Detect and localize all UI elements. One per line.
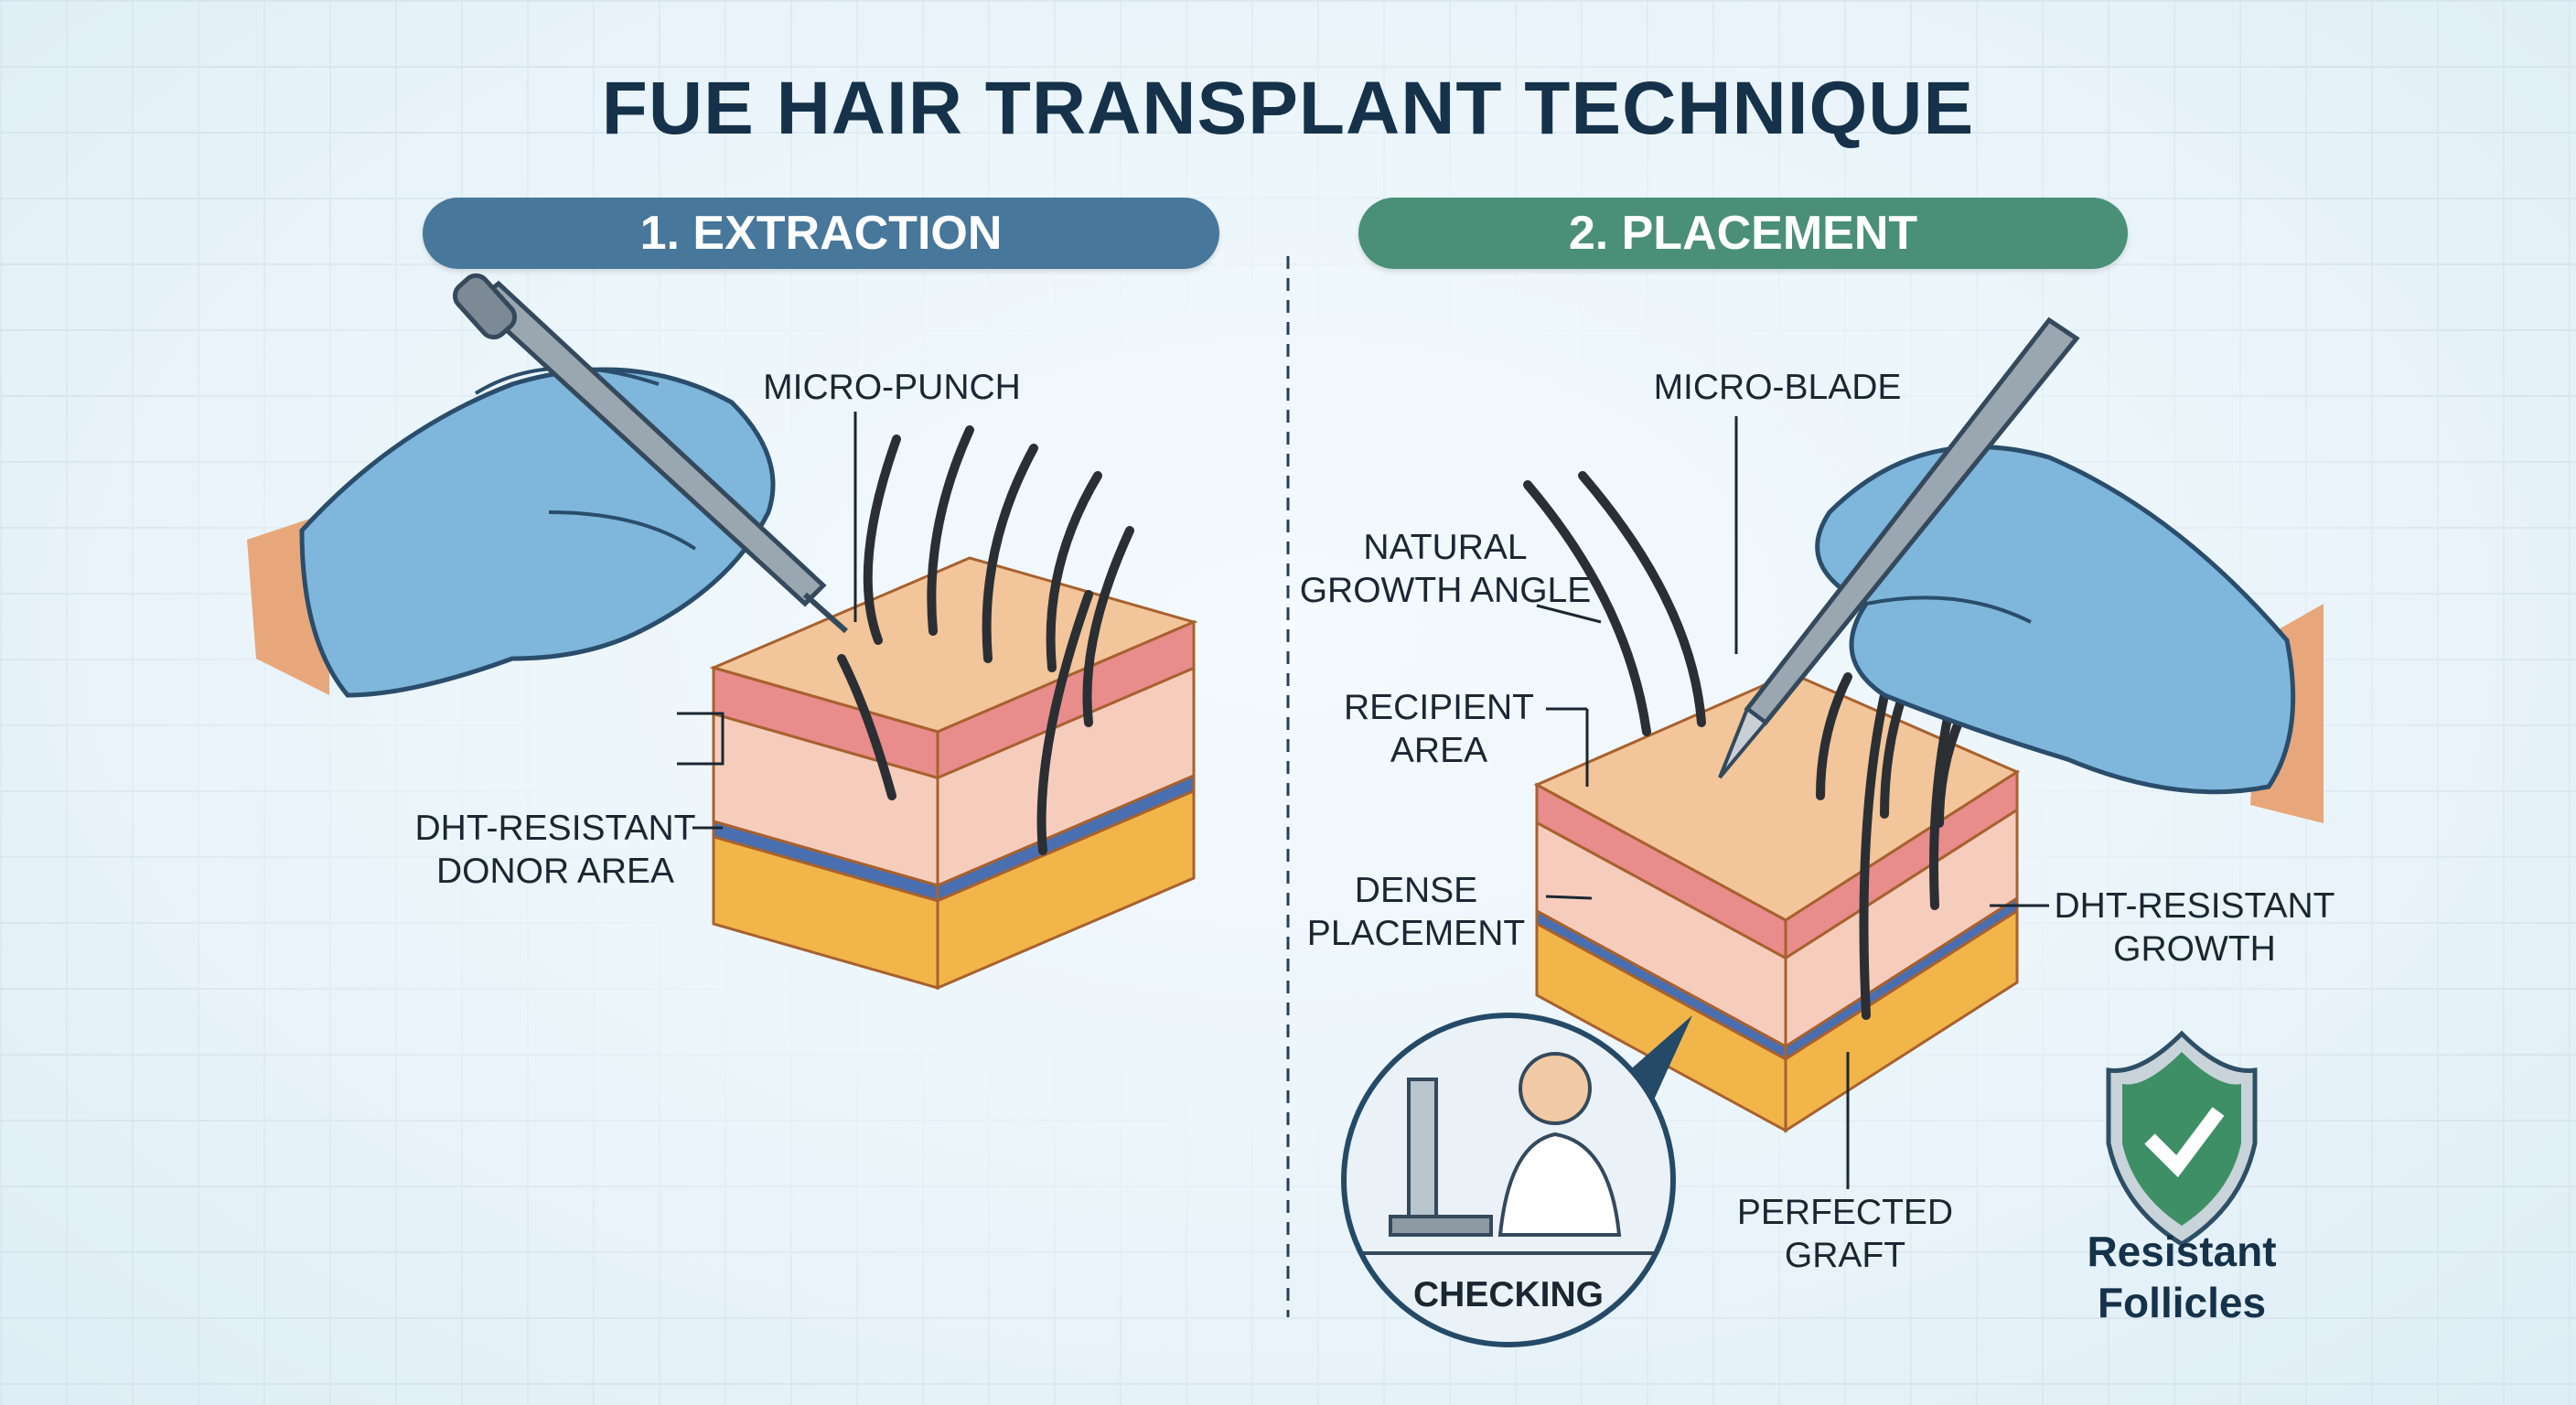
label-line: AREA	[1390, 731, 1488, 770]
label-line: NATURAL	[1363, 528, 1528, 567]
hair-strand	[1082, 526, 1134, 727]
label-leader-lines	[677, 412, 2049, 1189]
gloved-hand-left-icon	[247, 366, 776, 698]
skin-layer-side	[936, 788, 1196, 991]
hair-strand	[1046, 471, 1102, 672]
lab-checking-icon	[1341, 1013, 1692, 1347]
skin-layer-side	[1784, 908, 2019, 1133]
label-line: DHT-RESISTANT	[414, 809, 696, 848]
label-line: GRAFT	[1784, 1236, 1906, 1275]
label-line: Follicles	[2097, 1279, 2267, 1326]
label-recipient-area: RECIPIENT AREA	[1344, 686, 1534, 772]
hair-strand	[927, 425, 974, 636]
label-dense-placement: DENSE PLACEMENT	[1307, 869, 1525, 955]
label-line: RECIPIENT	[1343, 688, 1535, 727]
hair-strand	[863, 434, 901, 645]
shield-check-icon	[2106, 1030, 2258, 1247]
label-line: PERFECTED	[1736, 1193, 1954, 1232]
skin-blocks	[709, 425, 2021, 1133]
page-title: FUE HAIR TRANSPLANT TECHNIQUE	[601, 67, 1975, 150]
label-dht-growth: DHT-RESISTANT GROWTH	[2055, 885, 2335, 971]
label-donor-area: DHT-RESISTANT DONOR AREA	[415, 807, 696, 893]
step-placement-header: 2. PLACEMENT	[1358, 198, 2128, 269]
label-line: DENSE	[1354, 871, 1478, 910]
hair-strand	[1036, 590, 1093, 855]
hair-strand	[1816, 672, 1852, 800]
label-resistant-follicles: Resistant Follicles	[2087, 1226, 2276, 1328]
micro-blade-tool-icon	[1718, 316, 2080, 779]
label-micro-punch: MICRO-PUNCH	[763, 368, 1021, 407]
gloved-hand-right-icon	[1815, 445, 2324, 823]
hair-strand	[1578, 471, 1706, 727]
label-line: GROWTH ANGLE	[1299, 571, 1592, 610]
label-perfected-graft: PERFECTED GRAFT	[1737, 1191, 1953, 1277]
label-line: DHT-RESISTANT	[2054, 886, 2335, 926]
hair-strand	[1929, 709, 1953, 910]
label-line: GROWTH	[2113, 929, 2276, 969]
hair-strand	[1523, 480, 1651, 736]
label-line: DONOR AREA	[435, 852, 675, 891]
step-extraction-header: 1. EXTRACTION	[423, 198, 1219, 269]
hair-strand	[982, 444, 1038, 663]
label-growth-angle: NATURAL GROWTH ANGLE	[1300, 526, 1592, 612]
hair-strand	[1859, 691, 1889, 1020]
micro-punch-tool-icon	[452, 273, 848, 634]
label-checking: CHECKING	[1412, 1275, 1605, 1314]
hair-strand	[1880, 691, 1907, 819]
label-line: Resistant	[2087, 1228, 2277, 1275]
hair-strand	[837, 654, 896, 800]
label-micro-blade: MICRO-BLADE	[1653, 368, 1902, 407]
label-line: PLACEMENT	[1306, 914, 1526, 953]
